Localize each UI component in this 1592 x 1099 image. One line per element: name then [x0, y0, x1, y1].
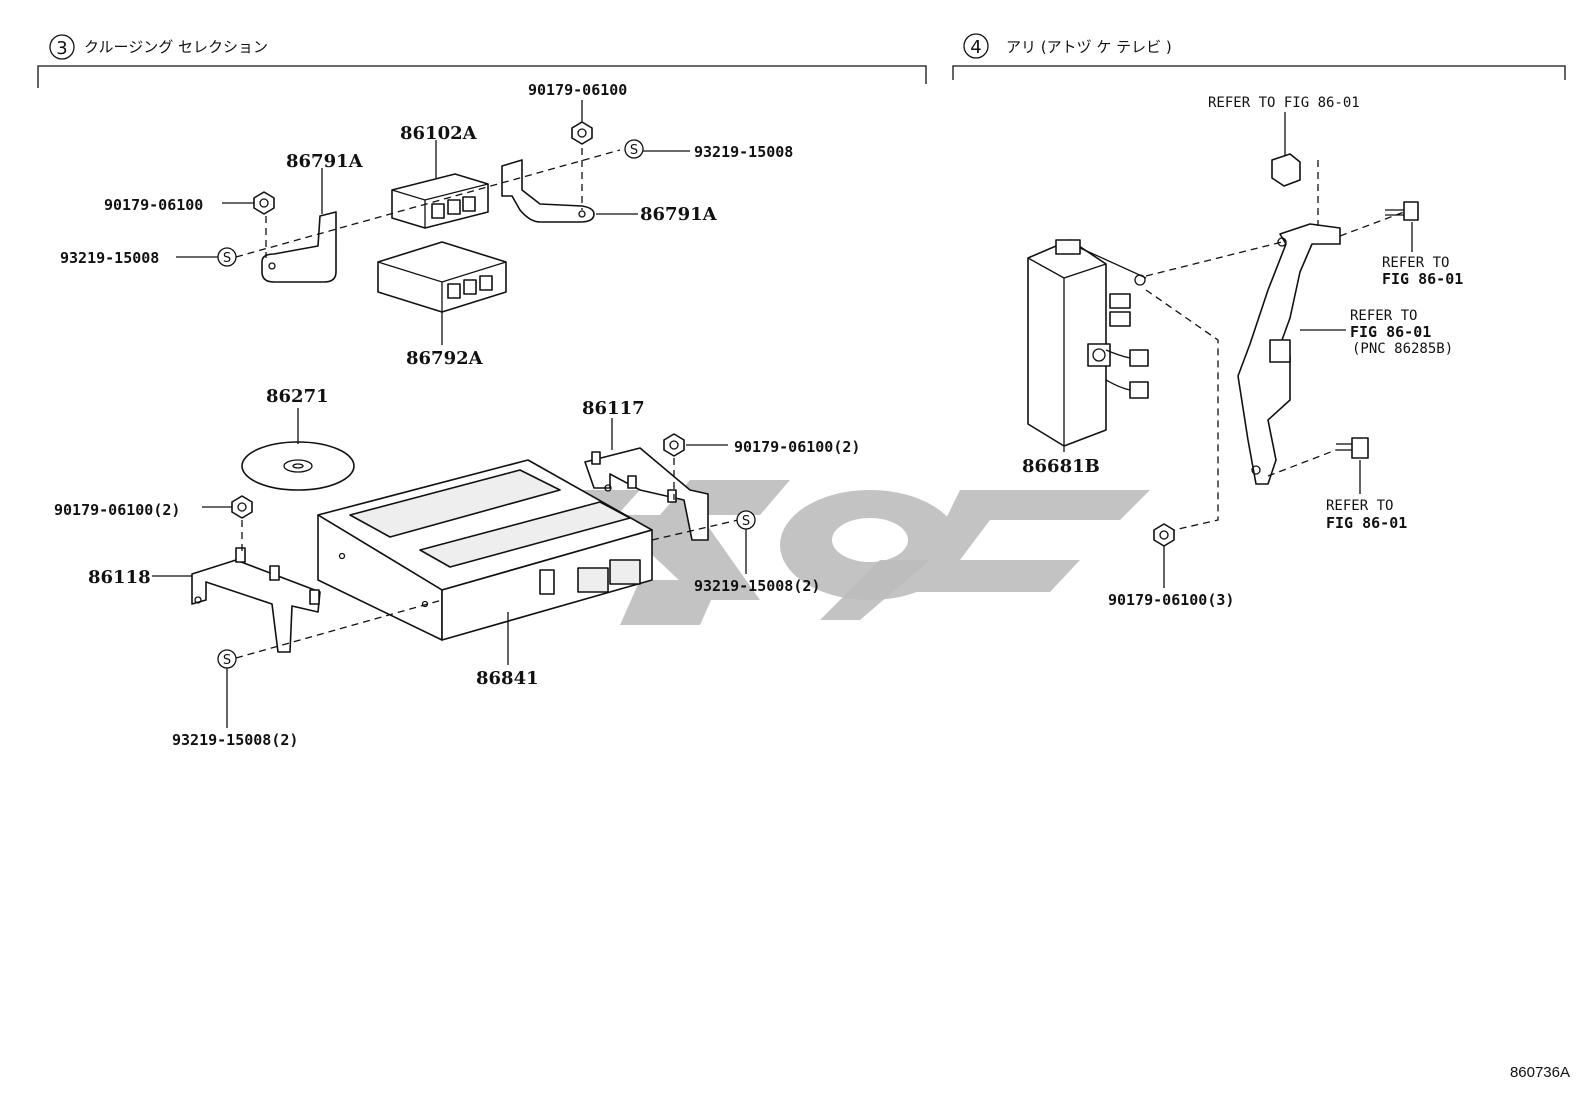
label-86271: 86271 [266, 386, 329, 407]
part-clip-top [1271, 153, 1301, 187]
s-marker-lower-left: S [217, 649, 237, 669]
part-86102a [391, 173, 489, 229]
nut-left [253, 191, 275, 215]
part-86792a [377, 241, 507, 313]
section-4-title: アリ (アトヅ ケ テレビ ) [1006, 38, 1172, 56]
svg-text:S: S [630, 143, 638, 158]
part-86271-disc [241, 441, 355, 491]
part-bracket-long [1237, 223, 1341, 485]
label-refer-bracket-2: FIG 86-01 [1350, 323, 1431, 341]
label-refer-bracket-3: (PNC 86285B) [1352, 341, 1453, 357]
svg-text:S: S [223, 653, 231, 668]
s-marker-upper-right: S [624, 139, 644, 159]
label-86118: 86118 [88, 567, 151, 588]
part-86118-bracket [191, 547, 321, 653]
label-93219-15008-top: 93219-15008 [694, 143, 793, 161]
label-86792a: 86792A [406, 348, 484, 369]
section-3-title: クルージング セレクション [84, 38, 268, 56]
nut-86681b [1153, 523, 1175, 547]
bolt-lower [1336, 437, 1369, 459]
label-86841: 86841 [476, 668, 539, 689]
part-86791a-left [261, 211, 337, 283]
label-90179-06100-86118: 90179-06100(2) [54, 501, 180, 519]
s-marker-lower-right: S [736, 510, 756, 530]
svg-text:S: S [742, 514, 750, 529]
label-93219-15008-bottom: 93219-15008(2) [172, 731, 298, 749]
part-86117-bracket [584, 447, 709, 541]
section-3-header: 3 クルージング セレクション [37, 34, 927, 88]
label-refer-bracket-1: REFER TO [1350, 308, 1417, 324]
label-90179-06100-top: 90179-06100 [528, 81, 627, 99]
label-90179-06100-left: 90179-06100 [104, 196, 203, 214]
label-86791a-right: 86791A [640, 204, 718, 225]
figure-code: 860736A [1509, 1064, 1570, 1081]
label-refer-bolt-lower-1: REFER TO [1326, 498, 1393, 514]
svg-text:S: S [223, 251, 231, 266]
section-4-number: 4 [970, 37, 981, 58]
label-refer-bolt-lower-2: FIG 86-01 [1326, 514, 1407, 532]
label-90179-06100-3: 90179-06100(3) [1108, 591, 1234, 609]
label-86117: 86117 [582, 398, 645, 419]
label-refer-top: REFER TO FIG 86-01 [1208, 95, 1360, 111]
label-93219-15008-left: 93219-15008 [60, 249, 159, 267]
label-86102a: 86102A [400, 123, 478, 144]
bolt-upper [1385, 201, 1419, 221]
label-86681b: 86681B [1022, 456, 1100, 477]
nut-86117 [663, 433, 685, 457]
section-4-header: 4 アリ (アトヅ ケ テレビ ) [952, 33, 1566, 80]
label-refer-bolt-upper-2: FIG 86-01 [1382, 270, 1463, 288]
part-86681b-module [1027, 239, 1149, 447]
label-90179-06100-86117: 90179-06100(2) [734, 438, 860, 456]
nut-top [571, 121, 593, 145]
nut-86118 [231, 495, 253, 519]
section-3-number: 3 [56, 38, 67, 59]
label-93219-15008-right: 93219-15008(2) [694, 577, 820, 595]
s-marker-upper-left: S [217, 247, 237, 267]
part-86791a-right [501, 159, 595, 223]
label-refer-bolt-upper-1: REFER TO [1382, 255, 1449, 271]
label-86791a-left: 86791A [286, 151, 364, 172]
